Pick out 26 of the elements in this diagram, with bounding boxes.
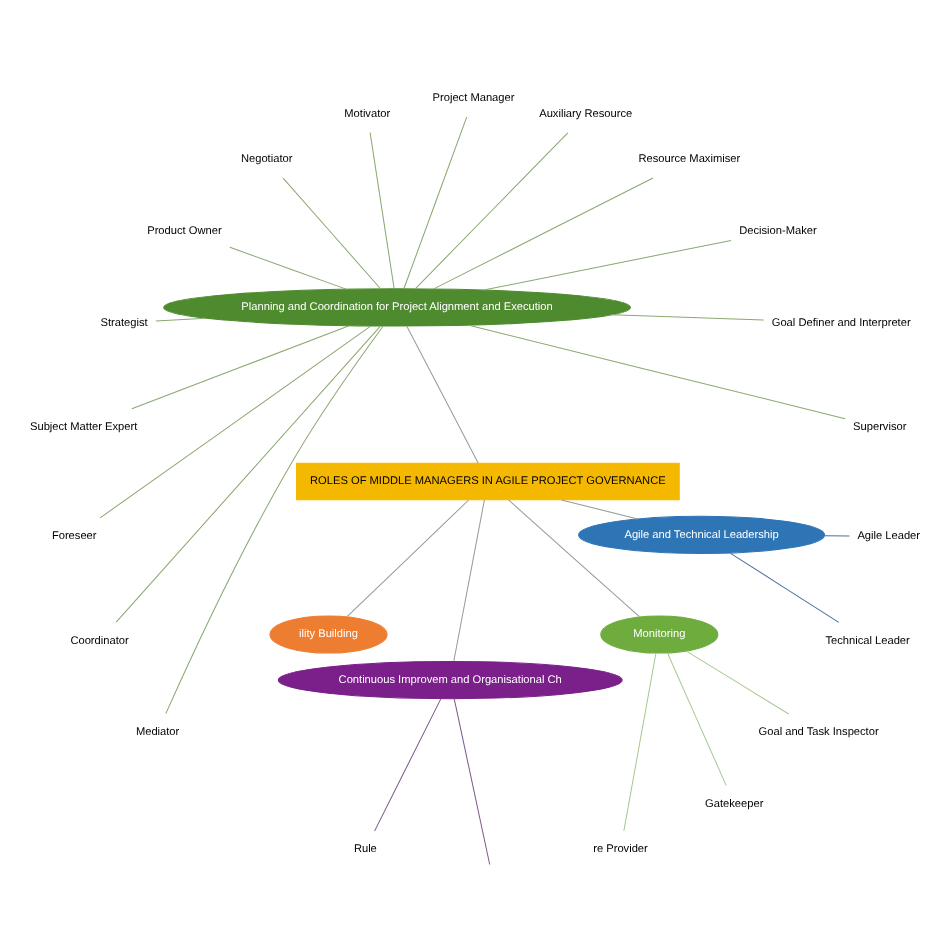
connector bbox=[130, 325, 349, 410]
connector bbox=[154, 317, 206, 322]
connector bbox=[482, 239, 731, 291]
connector bbox=[368, 132, 394, 290]
connector bbox=[98, 325, 371, 519]
connector bbox=[164, 325, 383, 715]
connector bbox=[666, 652, 726, 786]
connector bbox=[373, 698, 441, 832]
connector bbox=[281, 177, 381, 290]
connector bbox=[559, 499, 638, 520]
connector bbox=[452, 499, 484, 662]
connector bbox=[432, 177, 653, 290]
connector bbox=[452, 698, 490, 865]
connector bbox=[729, 552, 839, 623]
connector bbox=[507, 499, 639, 618]
connector bbox=[610, 314, 764, 321]
connector bbox=[402, 116, 467, 290]
connector bbox=[228, 246, 346, 290]
connector bbox=[684, 650, 789, 715]
connector bbox=[114, 325, 380, 623]
connector bbox=[823, 535, 849, 537]
connector bbox=[622, 652, 656, 832]
connector bbox=[405, 325, 478, 464]
connector bbox=[414, 132, 568, 290]
connector bbox=[345, 499, 469, 617]
connector bbox=[467, 324, 845, 420]
